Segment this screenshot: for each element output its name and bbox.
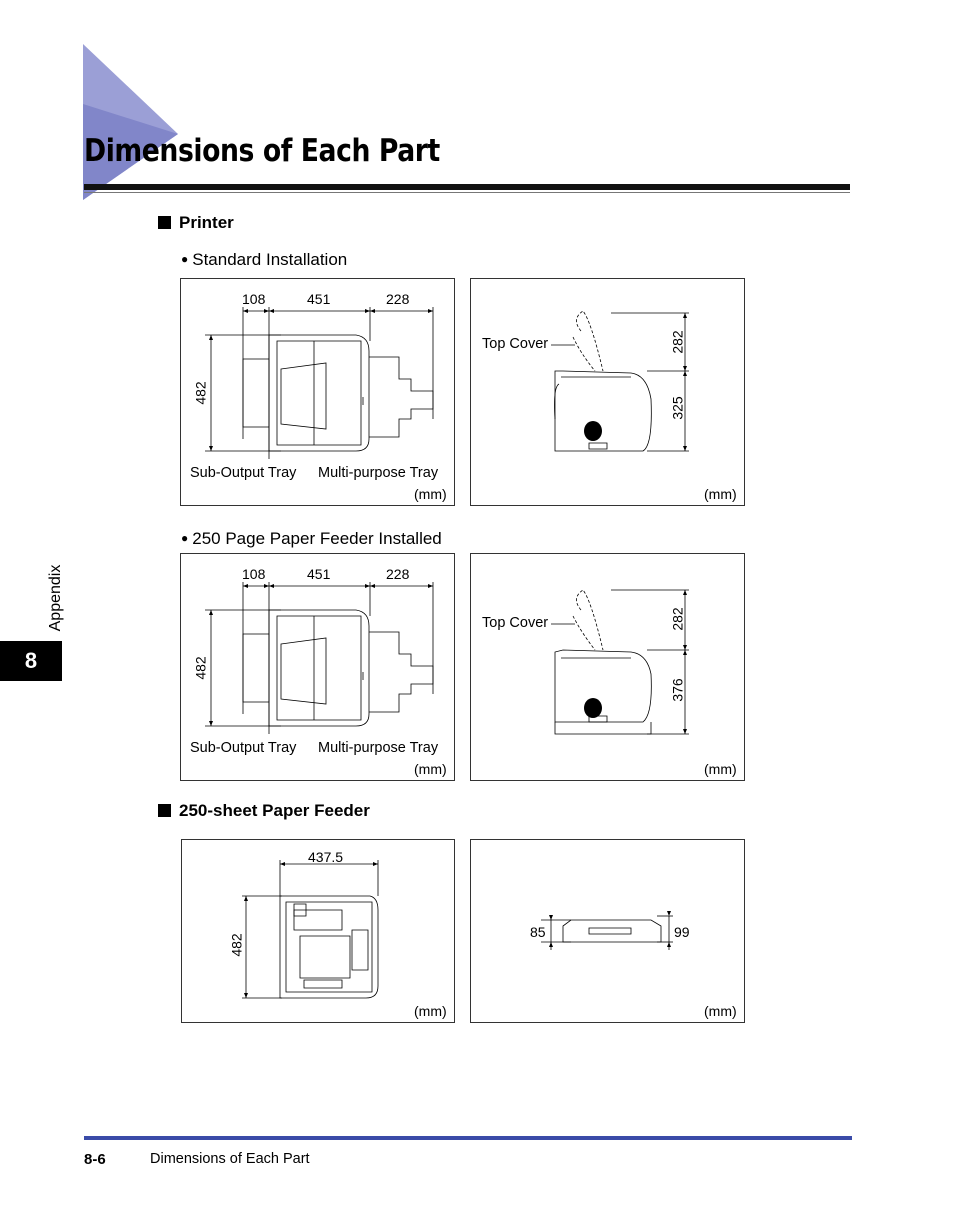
square-bullet-icon [158, 804, 171, 817]
label-top-cover: Top Cover [482, 336, 549, 352]
dim-depth: 482 [192, 381, 209, 405]
subsection-feeder-installed: ●250 Page Paper Feeder Installed [181, 529, 442, 549]
diagram-feeder-installed-top-view: 108 451 228 482 Sub-Output Tray Multi-pu… [180, 553, 455, 781]
unit-label: (mm) [704, 761, 737, 777]
dial-icon [584, 421, 602, 441]
bullet-icon: ● [181, 252, 189, 266]
dim-depth: 482 [192, 656, 209, 680]
dim-right: 228 [386, 566, 410, 582]
dim-left: 85 [530, 924, 546, 940]
dim-width: 437.5 [308, 849, 344, 865]
page-title: Dimensions of Each Part [84, 133, 440, 169]
dial-icon [584, 698, 602, 718]
diagram-feeder-installed-side-view: Top Cover 282 376 (mm) [470, 553, 745, 781]
bullet-icon: ● [181, 531, 189, 545]
label-multi-purpose-tray: Multi-purpose Tray [318, 465, 439, 481]
label-sub-output-tray: Sub-Output Tray [190, 740, 297, 756]
page-number: 8-6 [84, 1151, 106, 1168]
section-heading-feeder: 250-sheet Paper Feeder [158, 801, 370, 821]
diagram-standard-side-view: Top Cover 282 325 (mm) [470, 278, 745, 506]
label-multi-purpose-tray: Multi-purpose Tray [318, 740, 439, 756]
printer-side-view-drawing [551, 589, 689, 735]
unit-label: (mm) [414, 1003, 447, 1019]
chapter-label: Appendix [47, 564, 64, 632]
label-top-cover: Top Cover [482, 615, 549, 631]
dim-left: 108 [242, 291, 266, 307]
unit-label: (mm) [704, 1003, 737, 1019]
dim-height: 325 [669, 396, 686, 420]
unit-label: (mm) [414, 761, 447, 777]
diagram-feeder-top-view: 437.5 482 (mm) [181, 839, 455, 1023]
dim-right: 99 [674, 924, 690, 940]
section-heading-printer: Printer [158, 213, 234, 233]
section-heading-text: 250-sheet Paper Feeder [179, 801, 370, 820]
title-rule-thin [84, 192, 850, 193]
unit-label: (mm) [414, 486, 447, 502]
dim-top: 282 [669, 330, 686, 354]
subsection-text: Standard Installation [192, 250, 348, 269]
dim-height: 376 [669, 678, 686, 702]
section-heading-text: Printer [179, 213, 234, 232]
dim-right: 228 [386, 291, 410, 307]
dim-mid: 451 [307, 566, 331, 582]
footer-title: Dimensions of Each Part [150, 1151, 310, 1167]
dim-depth: 482 [228, 933, 245, 957]
feeder-top-view-drawing [242, 860, 379, 999]
subsection-text: 250 Page Paper Feeder Installed [192, 529, 442, 548]
title-rule-thick [84, 184, 850, 190]
chapter-tab: 8 [0, 641, 62, 681]
footer-rule [84, 1136, 852, 1140]
dim-left: 108 [242, 566, 266, 582]
printer-side-view-drawing [551, 310, 689, 452]
diagram-feeder-side-view: 85 99 (mm) [470, 839, 745, 1023]
unit-label: (mm) [704, 486, 737, 502]
square-bullet-icon [158, 216, 171, 229]
feeder-side-view-drawing [541, 911, 673, 950]
label-sub-output-tray: Sub-Output Tray [190, 465, 297, 481]
subsection-standard: ●Standard Installation [181, 250, 347, 270]
dim-mid: 451 [307, 291, 331, 307]
dim-top: 282 [669, 607, 686, 631]
printer-top-view-drawing [205, 307, 434, 459]
corner-triangle-decoration [83, 44, 178, 200]
printer-top-view-drawing [205, 582, 434, 734]
diagram-standard-top-view: 108 451 228 482 Sub-Output Tray Multi-pu… [180, 278, 455, 506]
